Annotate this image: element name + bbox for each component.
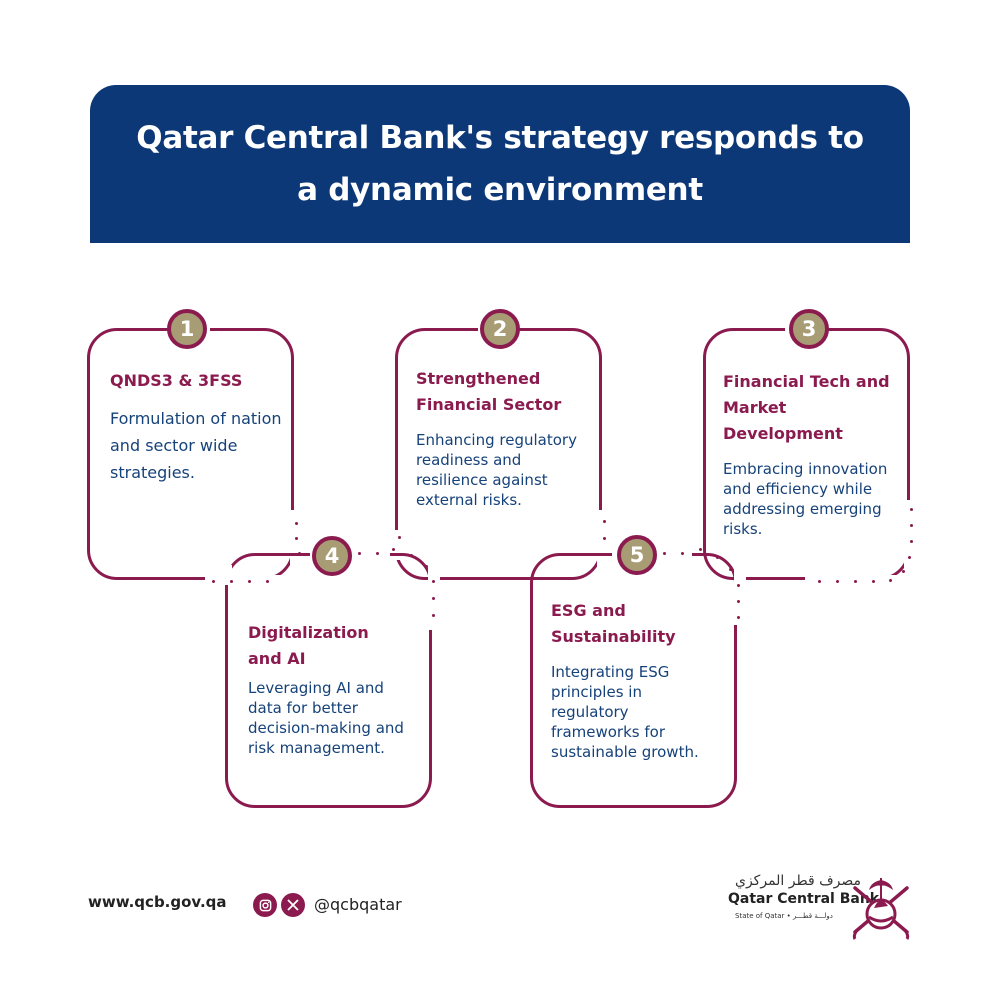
qcb-emblem-icon [847, 870, 915, 940]
card-1-description: Formulation of nation and sector wide st… [110, 409, 282, 482]
social-handle[interactable]: @qcbqatar [314, 895, 402, 914]
x-icon[interactable] [281, 893, 305, 917]
title-line-1: Qatar Central Bank's strategy responds t… [136, 120, 864, 156]
card-4-description: Leveraging AI and data for better decisi… [248, 679, 404, 757]
logo-arabic-name: مصرف قطر المركزي [735, 873, 861, 889]
header-banner: Qatar Central Bank's strategy responds t… [90, 85, 910, 243]
logo-english-name: Qatar Central Bank [728, 891, 880, 907]
badge-2: 2 [480, 309, 520, 349]
page-title: Qatar Central Bank's strategy responds t… [136, 112, 864, 216]
card-1-title: QNDS3 & 3FSS [110, 371, 243, 390]
instagram-icon[interactable] [253, 893, 277, 917]
badge-1: 1 [167, 309, 207, 349]
card-5-description: Integrating ESG principles in regulatory… [551, 663, 699, 761]
title-line-2: a dynamic environment [297, 172, 703, 208]
badge-4: 4 [312, 536, 352, 576]
badge-3: 3 [789, 309, 829, 349]
logo-subtitle: State of Qatar • دولـــة قطـــر [735, 912, 833, 920]
website-link[interactable]: www.qcb.gov.qa [88, 893, 227, 911]
badge-5: 5 [617, 535, 657, 575]
card-3-description: Embracing innovation and efficiency whil… [723, 460, 888, 538]
card-2-description: Enhancing regulatory readiness and resil… [416, 431, 577, 509]
